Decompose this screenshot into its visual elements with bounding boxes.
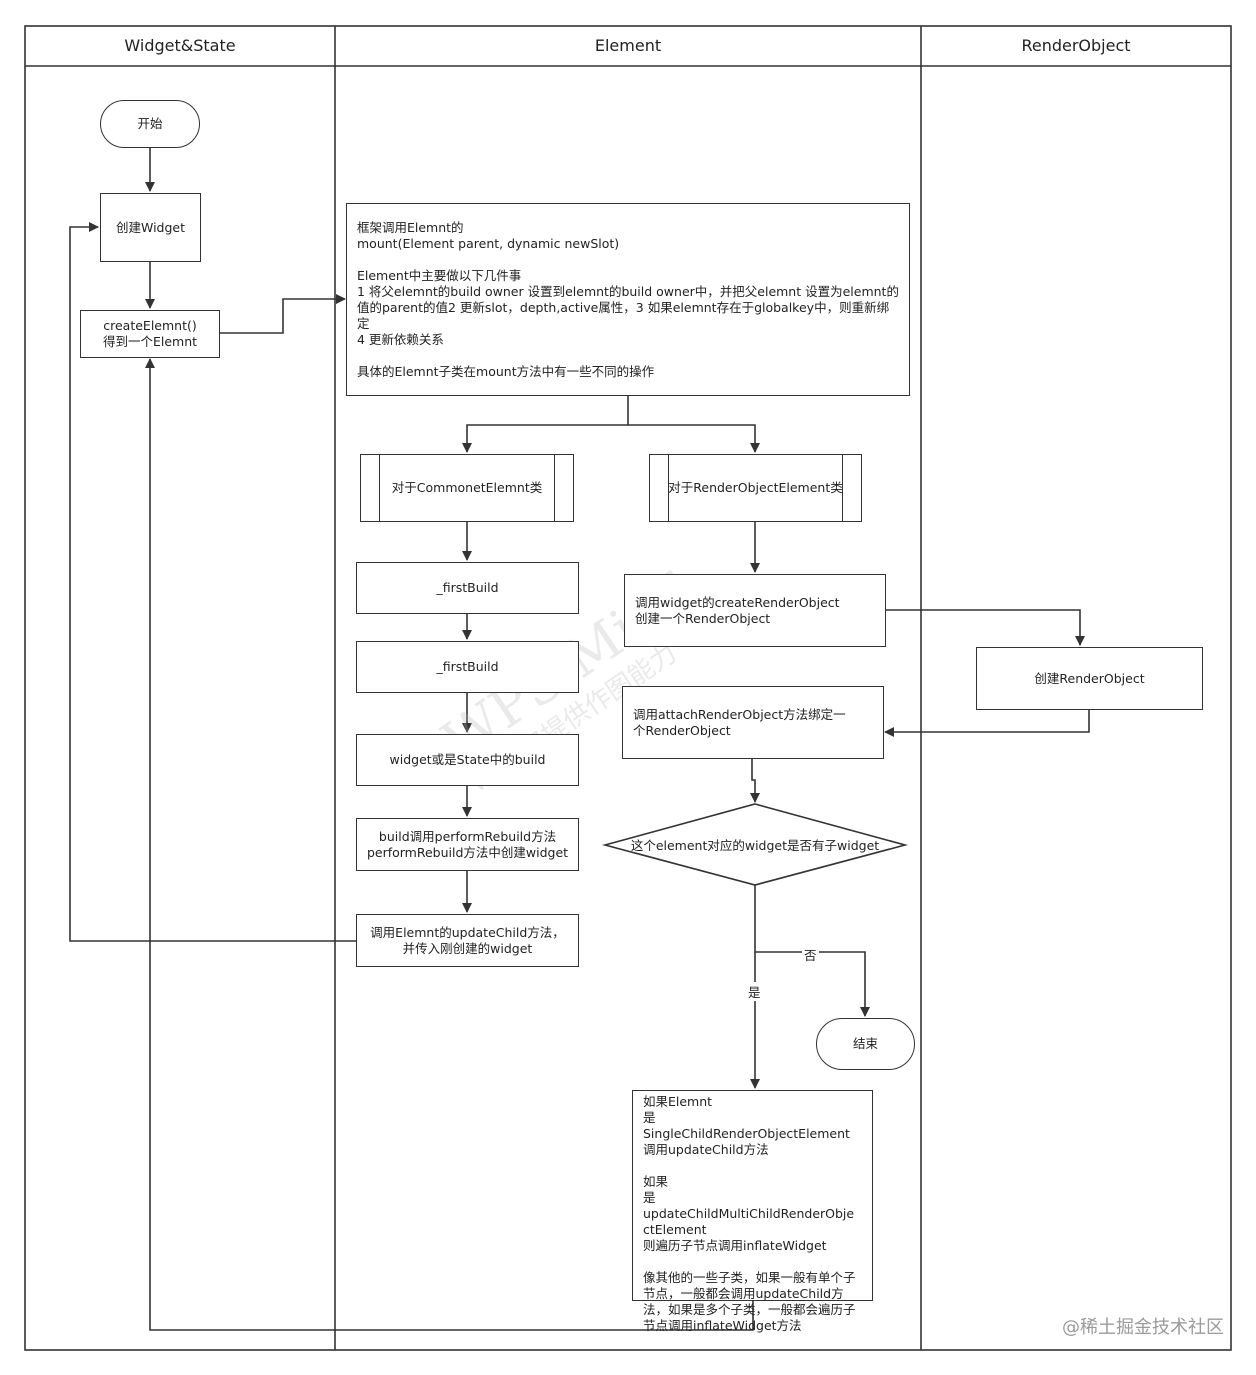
widget-state-build-node: widget或是State中的build xyxy=(356,734,579,786)
decision-diamond-shape xyxy=(601,803,909,886)
source-credit: @稀土掘金技术社区 xyxy=(1062,1317,1224,1338)
edge-label-no: 否 xyxy=(802,945,819,964)
lane-title-element: Element xyxy=(594,36,662,55)
edge-create-render-object-to-attach xyxy=(884,710,1090,737)
first-build-node-2: _firstBuild xyxy=(356,641,579,693)
edge-attach-to-decision xyxy=(750,759,760,803)
edge-update-child-to-create-widget xyxy=(69,222,356,942)
swimlane-frame xyxy=(24,25,1232,1351)
edge-child-handling-to-create-element xyxy=(145,358,754,1331)
edge-create-element-to-mount xyxy=(220,294,346,334)
start-node: 开始 xyxy=(100,100,200,148)
lane-title-widget-state: Widget&State xyxy=(124,36,236,55)
edge-mount-to-render-object-element xyxy=(628,424,760,453)
create-widget-node: 创建Widget xyxy=(100,193,201,262)
render-object-element-node: 对于RenderObjectElement类 xyxy=(649,454,862,522)
update-child-node: 调用Elemnt的updateChild方法， 并传入刚创建的widget xyxy=(356,914,579,967)
first-build-node-1: _firstBuild xyxy=(356,562,579,614)
commonet-element-node: 对于CommonetElemnt类 xyxy=(360,454,574,522)
mount-node: 框架调用Elemnt的 mount(Element parent, dynami… xyxy=(346,203,910,396)
create-render-object-node: 创建RenderObject xyxy=(976,647,1203,710)
call-create-render-object-node: 调用widget的createRenderObject 创建一个RenderOb… xyxy=(624,574,886,647)
edge-call-create-to-create-render-object xyxy=(886,609,1085,646)
commonet-element-label: 对于CommonetElemnt类 xyxy=(391,480,543,495)
decision-node: 这个element对应的widget是否有子widget xyxy=(605,804,905,885)
render-object-element-label: 对于RenderObjectElement类 xyxy=(668,480,843,495)
decision-label: 这个element对应的widget是否有子widget xyxy=(630,838,880,853)
lane-title-render-object: RenderObject xyxy=(1021,36,1131,55)
create-element-node: createElemnt() 得到一个Elemnt xyxy=(80,310,220,358)
edge-label-yes: 是 xyxy=(746,982,763,1001)
attach-render-object-node: 调用attachRenderObject方法绑定一 个RenderObject xyxy=(622,686,884,759)
child-handling-node: 如果Elemnt 是SingleChildRenderObjectElement… xyxy=(632,1090,873,1333)
edge-mount-to-commonet xyxy=(462,396,629,453)
perform-rebuild-node: build调用performRebuild方法 performRebuild方法… xyxy=(356,818,579,871)
end-node: 结束 xyxy=(816,1018,915,1070)
